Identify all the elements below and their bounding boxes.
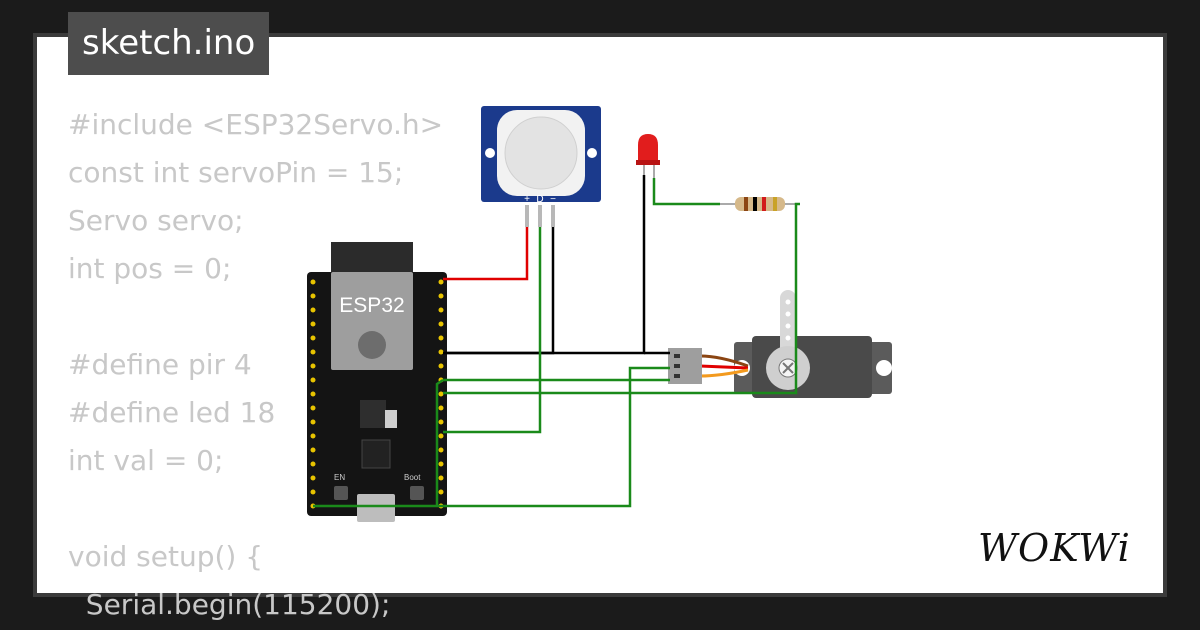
- pir-sensor[interactable]: + D −: [481, 106, 601, 227]
- wire-led-anode[interactable]: [652, 178, 720, 206]
- smd-component: [385, 410, 397, 428]
- pir-pin-lead: [525, 205, 529, 227]
- resistor-band: [744, 197, 748, 211]
- servo-motor[interactable]: [668, 290, 892, 398]
- esp32-module: [331, 272, 413, 370]
- esp32-board[interactable]: ESP32 EN Boot: [307, 242, 447, 522]
- wire-pir-signal[interactable]: [443, 227, 542, 434]
- resistor-body: [735, 197, 785, 211]
- wire-power[interactable]: [443, 227, 529, 281]
- pir-pin-lead: [551, 205, 555, 227]
- en-label: EN: [334, 473, 345, 482]
- pir-pin-gnd: −: [550, 194, 556, 205]
- boot-button[interactable]: [410, 486, 424, 500]
- servo-connector: [668, 348, 702, 384]
- boot-label: Boot: [404, 473, 421, 482]
- usb-port: [357, 494, 395, 522]
- esp32-right-pins: [438, 279, 444, 509]
- code-line: void setup() {: [68, 540, 264, 573]
- en-button[interactable]: [334, 486, 348, 500]
- pir-lens: [504, 116, 578, 190]
- red-led[interactable]: [636, 134, 660, 178]
- code-line: #define led 18: [68, 396, 276, 429]
- code-line: #include <ESP32Servo.h>: [68, 108, 444, 141]
- pir-pin-vcc: +: [524, 194, 530, 205]
- code-line: Serial.begin(115200);: [68, 588, 391, 621]
- resistor-band: [753, 197, 757, 211]
- esp32-label: ESP32: [339, 294, 404, 317]
- code-line: const int servoPin = 15;: [68, 156, 404, 189]
- resistor-band: [762, 197, 766, 211]
- usb-chip: [361, 439, 391, 469]
- wire-led-signal[interactable]: [443, 202, 800, 395]
- pir-mount-hole: [485, 148, 495, 158]
- pir-pin-lead: [538, 205, 542, 227]
- servo-cable-orange: [699, 368, 749, 378]
- wire-ground[interactable]: [443, 227, 555, 355]
- code-line: Servo servo;: [68, 204, 244, 237]
- pir-mount-hole: [587, 148, 597, 158]
- code-editor[interactable]: #include <ESP32Servo.h> const int servoP…: [68, 101, 443, 629]
- wires: [313, 175, 800, 508]
- servo-mount-hole: [876, 360, 892, 376]
- resistor[interactable]: [720, 197, 800, 211]
- wokwi-logo: WOKWi: [978, 526, 1131, 570]
- led-body: [638, 134, 658, 162]
- code-line: int pos = 0;: [68, 252, 232, 285]
- servo-cable-brown: [699, 354, 749, 368]
- file-tab-label: sketch.ino: [82, 23, 256, 63]
- wire-servo-power[interactable]: [313, 366, 670, 508]
- voltage-regulator: [360, 400, 386, 428]
- espressif-logo-icon: [358, 331, 386, 359]
- led-base: [636, 160, 660, 165]
- pir-pin-data: D: [536, 194, 543, 205]
- code-line: int val = 0;: [68, 444, 224, 477]
- file-tab[interactable]: sketch.ino: [68, 12, 270, 75]
- wire-side[interactable]: [435, 378, 444, 506]
- esp32-antenna: [331, 242, 413, 272]
- servo-cable-red: [699, 364, 749, 370]
- resistor-band: [773, 197, 777, 211]
- code-line: #define pir 4: [68, 348, 252, 381]
